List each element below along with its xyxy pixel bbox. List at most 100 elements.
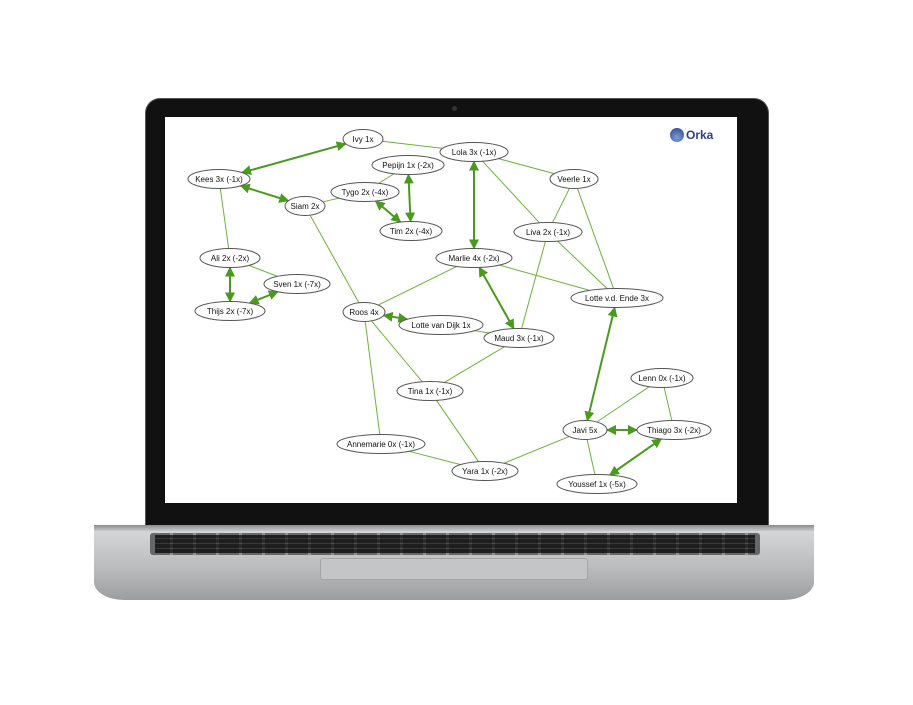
- node-veerle[interactable]: Veerle 1x: [549, 169, 599, 189]
- node-annemarie[interactable]: Annemarie 0x (-1x): [336, 434, 426, 454]
- node-liva[interactable]: Liva 2x (-1x): [513, 222, 583, 242]
- node-roos[interactable]: Roos 4x: [342, 302, 386, 322]
- mutual-edge-kees-siam: [239, 183, 290, 203]
- edge-lola-veerle: [498, 158, 555, 175]
- node-pepijn[interactable]: Pepijn 1x (-2x): [371, 155, 445, 175]
- node-label: Siam 2x: [291, 202, 320, 211]
- node-ellipse: [194, 301, 266, 321]
- node-tina[interactable]: Tina 1x (-1x): [396, 381, 464, 401]
- node-ellipse: [187, 169, 251, 189]
- node-ellipse: [398, 315, 484, 335]
- keyboard-rows: [155, 535, 755, 553]
- node-ellipse: [371, 155, 445, 175]
- mutual-edge-roos-lottevd: [382, 311, 409, 323]
- edge-javi-youssef: [586, 439, 596, 475]
- node-label: Ivy 1x: [353, 135, 374, 144]
- node-label: Ali 2x (-2x): [211, 254, 250, 263]
- node-label: Lotte van Dijk 1x: [411, 321, 470, 330]
- node-thijs[interactable]: Thijs 2x (-7x): [194, 301, 266, 321]
- node-label: Maud 3x (-1x): [494, 334, 544, 343]
- node-thiago[interactable]: Thiago 3x (-2x): [636, 420, 712, 440]
- mutual-edge-thijs-sven: [248, 290, 279, 305]
- node-ellipse: [439, 142, 509, 162]
- node-label: Javi 5x: [573, 426, 598, 435]
- node-siam[interactable]: Siam 2x: [284, 196, 326, 216]
- edge-maud-tina: [444, 346, 505, 383]
- node-label: Tygo 2x (-4x): [342, 188, 389, 197]
- edge-liva-lottevde: [557, 240, 608, 290]
- node-ellipse: [342, 302, 386, 322]
- node-lola[interactable]: Lola 3x (-1x): [439, 142, 509, 162]
- edge-marlie-lottevde: [499, 264, 590, 291]
- node-ellipse: [483, 328, 555, 348]
- edge-yara-javi: [503, 436, 570, 464]
- node-label: Sven 1x (-7x): [273, 280, 321, 289]
- node-ellipse: [330, 182, 400, 202]
- mutual-edge-lottevde-javi: [584, 306, 618, 422]
- edge-kees-ali: [219, 188, 230, 249]
- node-ellipse: [549, 169, 599, 189]
- edge-roos-annemarie: [364, 321, 381, 435]
- edge-veerle-liva: [552, 188, 570, 223]
- node-ellipse: [636, 420, 712, 440]
- node-ellipse: [630, 368, 694, 388]
- node-marlie[interactable]: Marlie 4x (-2x): [435, 248, 513, 268]
- node-label: Lenn 0x (-1x): [638, 374, 685, 383]
- logo-name: Orka: [686, 128, 714, 142]
- node-ellipse: [336, 434, 426, 454]
- node-tim[interactable]: Tim 2x (-4x): [379, 221, 443, 241]
- node-javi[interactable]: Javi 5x: [562, 420, 608, 440]
- node-label: Lola 3x (-1x): [452, 148, 497, 157]
- orca-icon: [670, 128, 684, 142]
- node-tygo[interactable]: Tygo 2x (-4x): [330, 182, 400, 202]
- node-maud[interactable]: Maud 3x (-1x): [483, 328, 555, 348]
- webcam: [452, 106, 457, 111]
- mutual-edge-ivy-kees: [241, 141, 347, 176]
- node-ellipse: [451, 461, 519, 481]
- edge-veerle-lottevde: [576, 188, 615, 289]
- edge-tina-yara: [435, 400, 480, 462]
- node-ivy[interactable]: Ivy 1x: [342, 129, 384, 149]
- node-yara[interactable]: Yara 1x (-2x): [451, 461, 519, 481]
- node-label: Kees 3x (-1x): [195, 175, 243, 184]
- node-youssef[interactable]: Youssef 1x (-5x): [556, 474, 638, 494]
- edge-siam-tygo: [322, 197, 340, 203]
- edge-pepijn-tygo: [378, 173, 395, 184]
- node-label: Yara 1x (-2x): [462, 467, 508, 476]
- node-label: Annemarie 0x (-1x): [347, 440, 415, 449]
- node-label: Youssef 1x (-5x): [568, 480, 626, 489]
- node-lottevde[interactable]: Lotte v.d. Ende 3x: [570, 288, 664, 308]
- edge-lenn-thiago: [663, 387, 673, 421]
- node-label: Thiago 3x (-2x): [647, 426, 701, 435]
- node-lottevd[interactable]: Lotte van Dijk 1x: [398, 315, 484, 335]
- node-ellipse: [284, 196, 326, 216]
- edge-roos-tina: [371, 320, 423, 383]
- node-ellipse: [513, 222, 583, 242]
- edge-ali-sven: [248, 264, 278, 277]
- node-ellipse: [342, 129, 384, 149]
- node-ellipse: [379, 221, 443, 241]
- edge-liva-maud: [521, 241, 546, 329]
- node-ellipse: [396, 381, 464, 401]
- node-ellipse: [562, 420, 608, 440]
- edge-lola-liva: [482, 160, 540, 224]
- node-ellipse: [556, 474, 638, 494]
- orka-logo: Orka: [670, 128, 713, 142]
- edge-siam-roos: [309, 214, 360, 304]
- node-ali[interactable]: Ali 2x (-2x): [199, 248, 261, 268]
- node-kees[interactable]: Kees 3x (-1x): [187, 169, 251, 189]
- trackpad: [320, 558, 588, 580]
- node-label: Liva 2x (-1x): [526, 228, 570, 237]
- node-ellipse: [435, 248, 513, 268]
- node-label: Pepijn 1x (-2x): [382, 161, 434, 170]
- node-ellipse: [199, 248, 261, 268]
- node-sven[interactable]: Sven 1x (-7x): [263, 274, 331, 294]
- node-label: Marlie 4x (-2x): [448, 254, 499, 263]
- node-lenn[interactable]: Lenn 0x (-1x): [630, 368, 694, 388]
- mutual-edge-pepijn-tim: [403, 173, 416, 223]
- edge-ivy-lola: [382, 140, 443, 149]
- edge-annemarie-yara: [409, 450, 461, 466]
- node-label: Thijs 2x (-7x): [207, 307, 254, 316]
- edge-javi-lenn: [596, 386, 650, 423]
